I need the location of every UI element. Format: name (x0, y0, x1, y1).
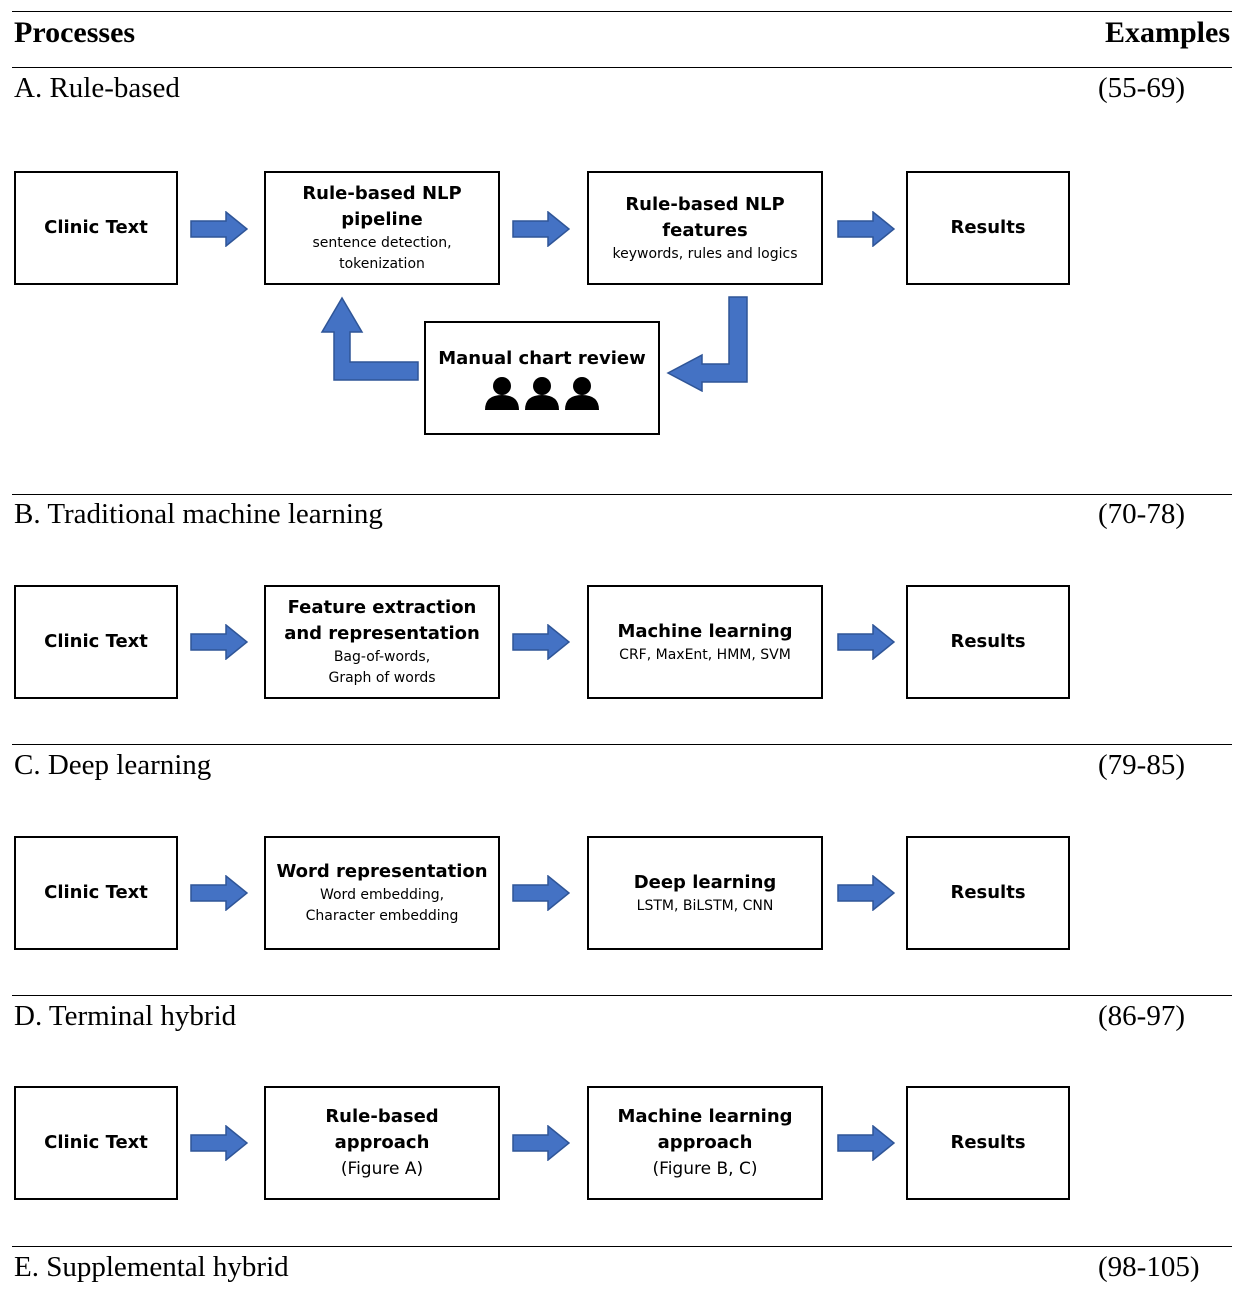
box-subtitle: sentence detection, tokenization (312, 235, 452, 272)
box-title: Manual chart review (438, 348, 646, 369)
section-b-refs: (70-78) (1098, 498, 1185, 530)
section-a-title: A. Rule-based (14, 72, 180, 104)
box-title: Results (950, 882, 1026, 903)
section-b-rule (12, 494, 1232, 495)
box-subtitle: CRF, MaxEnt, HMM, SVM (619, 646, 791, 663)
clinic-text-box: Clinic Text (14, 171, 178, 285)
right-arrow-icon (190, 875, 248, 911)
section-d-rule (12, 995, 1232, 996)
right-arrow-icon (512, 624, 570, 660)
right-arrow-icon (837, 875, 895, 911)
clinic-text-box: Clinic Text (14, 1086, 178, 1200)
clinic-text-box: Clinic Text (14, 585, 178, 699)
box-subtitle: (Figure B, C) (652, 1159, 758, 1179)
box-subtitle: Word embedding, Character embedding (305, 887, 459, 924)
bent-arrow-to-pipeline-icon (320, 296, 419, 381)
section-d-title: D. Terminal hybrid (14, 1000, 237, 1032)
right-arrow-icon (837, 1125, 895, 1161)
header-rule (12, 67, 1232, 68)
section-e-rule (12, 1246, 1232, 1247)
person-icon (565, 377, 599, 410)
box-title: Results (950, 217, 1026, 238)
results-box: Results (906, 836, 1070, 950)
right-arrow-icon (512, 211, 570, 247)
right-arrow-icon (837, 211, 895, 247)
rule-based-features-box: Rule-based NLP features keywords, rules … (587, 171, 823, 285)
section-c-refs: (79-85) (1098, 749, 1185, 781)
section-a-refs: (55-69) (1098, 72, 1185, 104)
rule-based-pipeline-box: Rule-based NLP pipeline sentence detecti… (264, 171, 500, 285)
people-icon (484, 376, 600, 410)
box-title: Feature extraction and representation (284, 597, 480, 644)
box-subtitle: keywords, rules and logics (612, 245, 798, 262)
box-title: Clinic Text (44, 217, 148, 238)
manual-chart-review-box: Manual chart review (424, 321, 660, 435)
word-representation-box: Word representation Word embedding, Char… (264, 836, 500, 950)
right-arrow-icon (190, 624, 248, 660)
box-subtitle: Bag-of-words, Graph of words (328, 649, 436, 686)
box-title: Results (950, 631, 1026, 652)
processes-header: Processes (14, 16, 136, 49)
box-title: Machine learning approach (617, 1106, 793, 1153)
box-title: Machine learning (617, 620, 793, 642)
section-e-refs: (98-105) (1098, 1251, 1200, 1283)
section-b-title: B. Traditional machine learning (14, 498, 383, 530)
right-arrow-icon (512, 1125, 570, 1161)
box-title: Results (950, 1132, 1026, 1153)
deep-learning-box: Deep learning LSTM, BiLSTM, CNN (587, 836, 823, 950)
feature-extraction-box: Feature extraction and representation Ba… (264, 585, 500, 699)
examples-header: Examples (1104, 16, 1230, 49)
person-icon (485, 377, 519, 410)
box-title: Clinic Text (44, 631, 148, 652)
section-e-title: E. Supplemental hybrid (14, 1251, 289, 1283)
box-title: Rule-based NLP features (625, 193, 785, 241)
results-box: Results (906, 585, 1070, 699)
section-c-title: C. Deep learning (14, 749, 212, 781)
box-subtitle: LSTM, BiLSTM, CNN (636, 897, 774, 914)
box-title: Clinic Text (44, 1132, 148, 1153)
right-arrow-icon (512, 875, 570, 911)
section-d-refs: (86-97) (1098, 1000, 1185, 1032)
box-title: Rule-based NLP pipeline (302, 183, 462, 230)
machine-learning-box: Machine learning CRF, MaxEnt, HMM, SVM (587, 585, 823, 699)
right-arrow-icon (190, 1125, 248, 1161)
clinic-text-box: Clinic Text (14, 836, 178, 950)
section-c-rule (12, 744, 1232, 745)
results-box: Results (906, 1086, 1070, 1200)
right-arrow-icon (190, 211, 248, 247)
machine-learning-approach-box: Machine learning approach (Figure B, C) (587, 1086, 823, 1200)
results-box: Results (906, 171, 1070, 285)
box-title: Deep learning (633, 871, 777, 893)
box-title: Clinic Text (44, 882, 148, 903)
bent-arrow-to-review-icon (666, 296, 748, 392)
rule-based-approach-box: Rule-based approach (Figure A) (264, 1086, 500, 1200)
person-icon (525, 377, 559, 410)
right-arrow-icon (837, 624, 895, 660)
box-subtitle: (Figure A) (340, 1159, 424, 1179)
box-title: Rule-based approach (325, 1106, 439, 1153)
top-rule (12, 11, 1232, 12)
box-title: Word representation (276, 861, 488, 882)
